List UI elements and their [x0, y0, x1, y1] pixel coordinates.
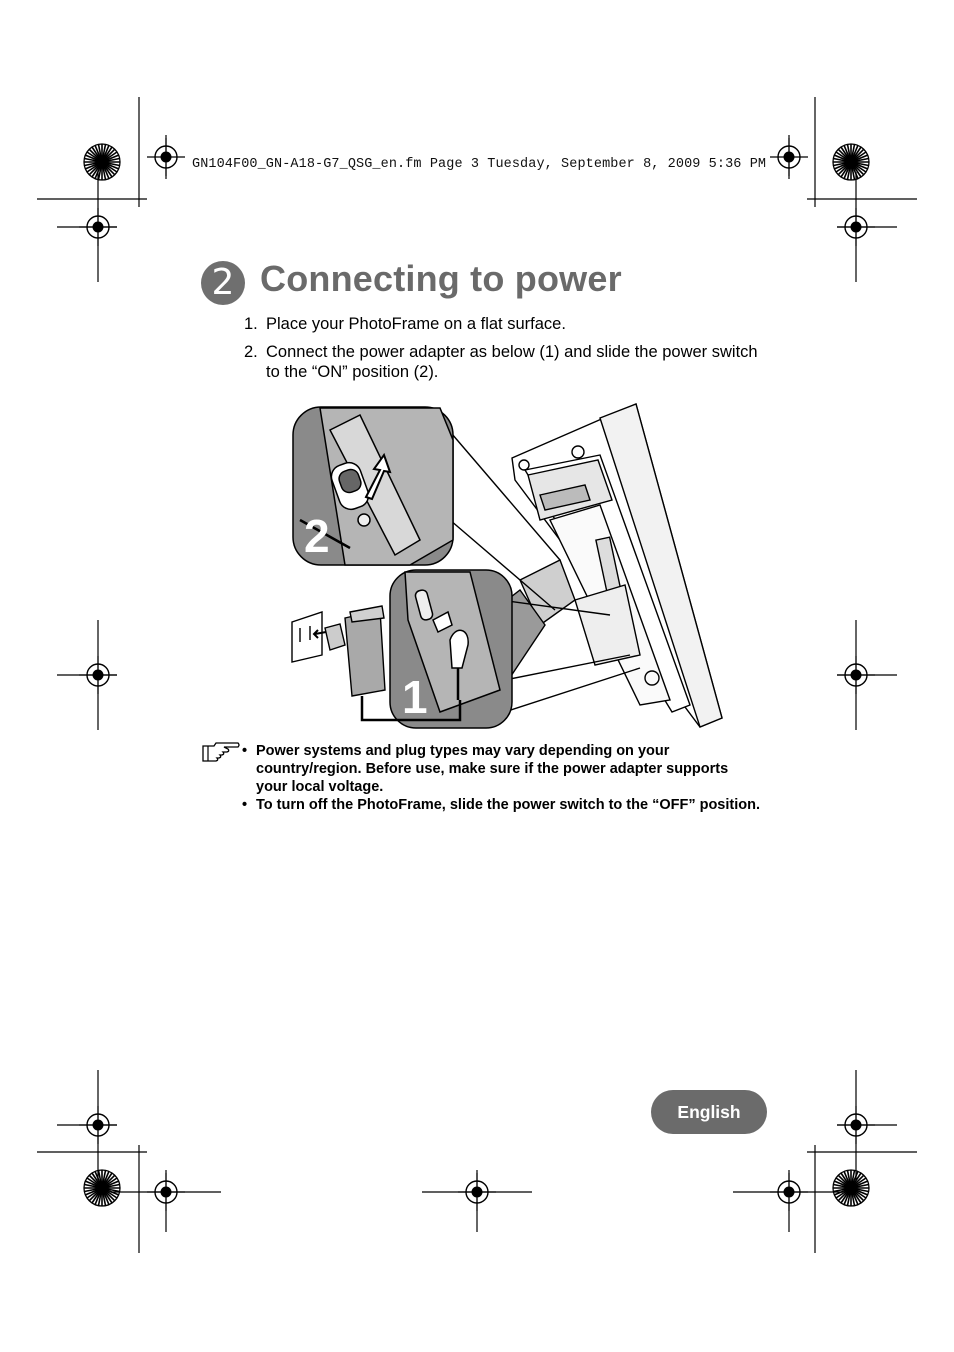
step-number: 1.: [244, 315, 258, 333]
list-item: • Power systems and plug types may vary …: [242, 742, 762, 796]
bullet: •: [242, 743, 248, 759]
language-tab: English: [651, 1090, 767, 1134]
instruction-steps: 1. Place your PhotoFrame on a flat surfa…: [244, 314, 774, 390]
notes-list: • Power systems and plug types may vary …: [242, 742, 762, 814]
callout-number-2: 2: [304, 510, 330, 562]
step-number: 2.: [244, 343, 258, 361]
page-title: Connecting to power: [260, 258, 622, 299]
step-text: Place your PhotoFrame on a flat surface.: [266, 315, 566, 333]
list-item: 2. Connect the power adapter as below (1…: [244, 342, 774, 382]
pointing-hand-icon: [202, 742, 240, 762]
callout-power-switch: [292, 406, 454, 566]
step-text: Connect the power adapter as below (1) a…: [266, 343, 758, 381]
list-item: 1. Place your PhotoFrame on a flat surfa…: [244, 314, 774, 334]
wall-adapter: [291, 605, 462, 722]
section-number-badge: 2: [201, 261, 245, 305]
callout-power-connector: [389, 569, 513, 729]
note-text: To turn off the PhotoFrame, slide the po…: [256, 797, 761, 813]
bullet: •: [242, 797, 248, 813]
file-slug-header: GN104F00_GN-A18-G7_QSG_en.fm Page 3 Tues…: [192, 157, 767, 172]
callout-number-1: 1: [402, 671, 428, 723]
note-text: Power systems and plug types may vary de…: [256, 743, 729, 795]
list-item: • To turn off the PhotoFrame, slide the …: [242, 796, 762, 814]
